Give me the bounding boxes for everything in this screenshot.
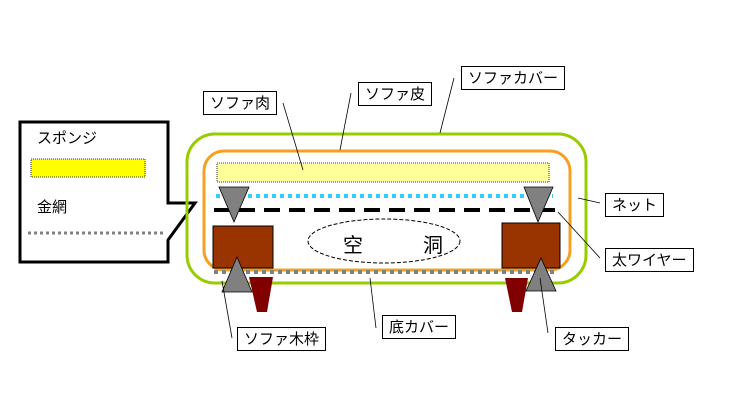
tacker-bottom-left	[221, 255, 253, 293]
leader-lines	[221, 77, 601, 339]
sofa-leg-right	[505, 278, 528, 312]
leader-thick-wire	[557, 211, 601, 259]
leader-sofa-meat	[282, 102, 304, 171]
leader-sofa-skin	[339, 92, 352, 151]
leader-tacker	[539, 277, 549, 334]
wood-frame-right	[501, 222, 561, 269]
leader-bottom-cover	[369, 277, 377, 329]
tacker-bottom-right	[525, 257, 557, 292]
label-net: ネット	[605, 193, 665, 217]
label-sofa-cover: ソファカバー	[461, 66, 566, 90]
label-tacker: タッカー	[555, 327, 630, 351]
leader-wood-frame	[221, 280, 233, 339]
label-thick-wire: 太ワイヤー	[605, 248, 694, 272]
tacker-top-right	[523, 186, 554, 224]
label-bottom-cover: 底カバー	[382, 315, 457, 339]
void-ellipse	[307, 218, 461, 264]
sofa-leg-left	[249, 277, 273, 312]
void-label: 空 洞	[343, 233, 463, 257]
legend-callout-box	[18, 120, 198, 264]
sofa-cover-shape	[185, 132, 588, 285]
sofa-sponge	[216, 162, 550, 183]
label-wood-frame: ソファ木枠	[237, 327, 327, 351]
sofa-skin-shape	[202, 149, 572, 272]
label-sofa-meat: ソファ肉	[203, 91, 278, 115]
tacker-top-left	[218, 186, 250, 224]
wood-frame-left	[212, 225, 274, 269]
label-sofa-skin: ソファ皮	[358, 82, 433, 106]
leader-net	[577, 197, 601, 204]
legend-sponge-swatch	[30, 158, 146, 178]
legend-wire-mesh-label: 金網	[37, 198, 68, 216]
leader-sofa-cover	[439, 77, 455, 134]
legend-sponge-label: スポンジ	[37, 129, 98, 147]
